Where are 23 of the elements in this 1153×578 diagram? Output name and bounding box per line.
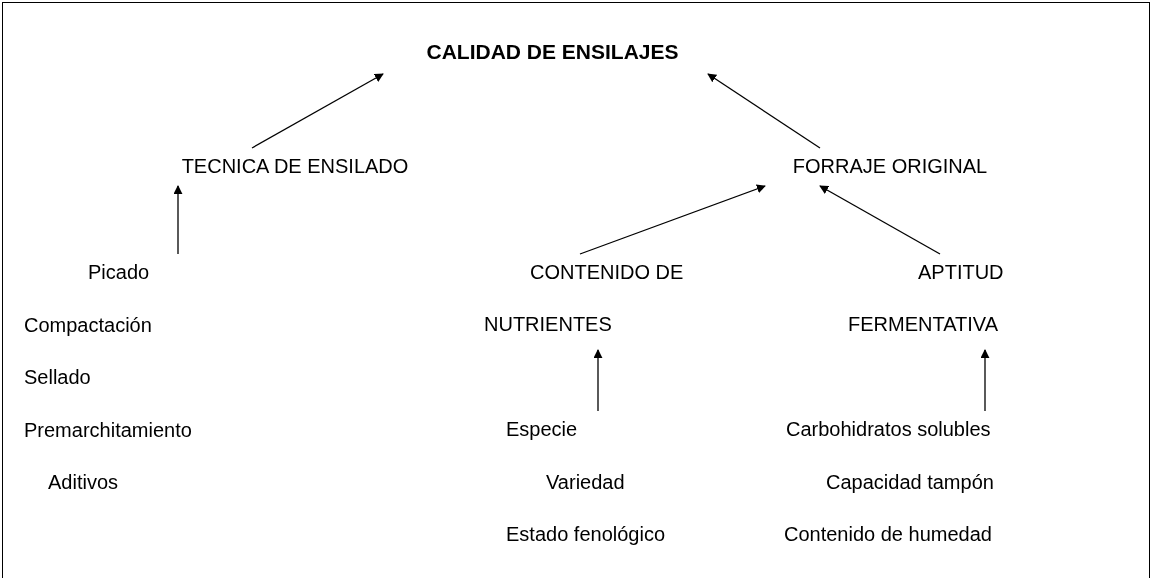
list-item: Aditivos xyxy=(48,470,119,495)
arrow xyxy=(819,185,941,255)
title-text: CALIDAD DE ENSILAJES xyxy=(425,39,680,65)
arrow xyxy=(980,349,990,412)
list-item: Contenido de humedad xyxy=(784,522,992,547)
arrow xyxy=(707,73,821,149)
concept-label: FORRAJE ORIGINAL xyxy=(791,154,989,179)
arrow xyxy=(593,349,603,412)
arrow xyxy=(579,184,766,255)
list-item: Especie xyxy=(506,417,578,442)
list-item: Variedad xyxy=(546,469,625,495)
concept-label: TECNICA DE ENSILADO xyxy=(180,154,410,179)
arrow xyxy=(251,73,384,149)
list-item: Carbohidratos solubles xyxy=(786,417,991,442)
list-item: Compactación xyxy=(24,312,152,338)
list-item: Sellado xyxy=(24,365,91,390)
list-item: Picado xyxy=(88,260,150,285)
concept-label: CONTENIDO DE NUTRIENTES xyxy=(484,260,685,337)
list-item: Premarchitamiento xyxy=(24,417,192,443)
arrow xyxy=(173,185,183,255)
list-item: Capacidad tampón xyxy=(826,469,994,495)
list-item: Estado fenológico xyxy=(506,522,665,547)
concept-label: APTITUD FERMENTATIVA xyxy=(848,260,1005,337)
